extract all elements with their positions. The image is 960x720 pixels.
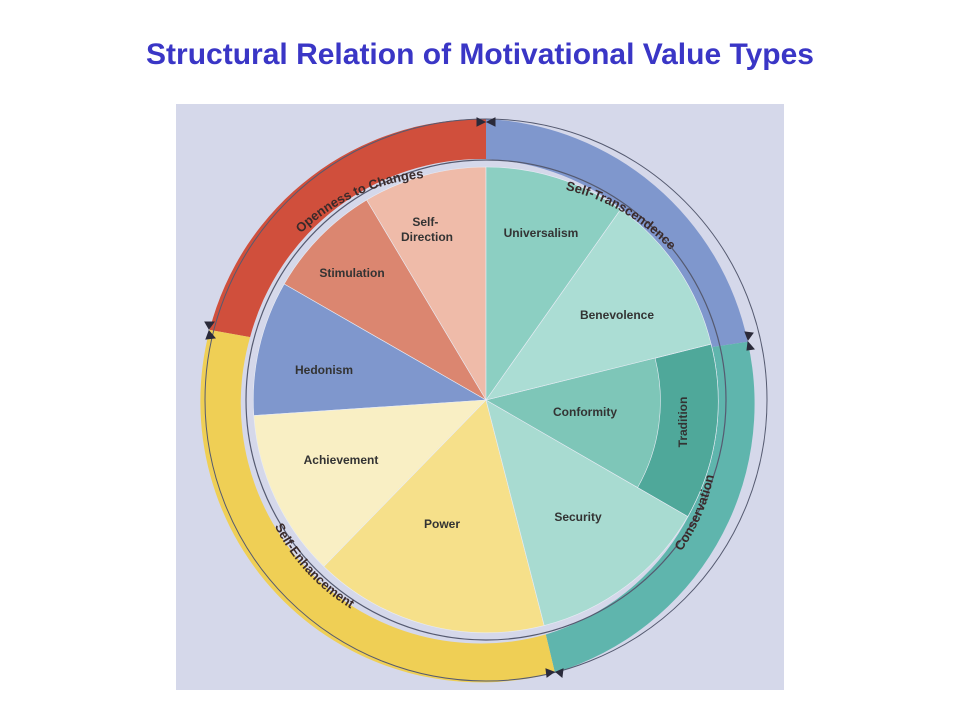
arrow-head-icon (204, 321, 215, 330)
self-enhancement-ring-segment (200, 329, 555, 683)
arrow-head-icon (485, 117, 496, 127)
hedonism-wedge (252, 283, 488, 416)
universalism-label: Universalism (504, 226, 579, 240)
universalism-wedge (485, 166, 622, 401)
arrow-head-icon (545, 668, 556, 678)
arrow-head-icon (744, 331, 754, 342)
security-wedge (485, 399, 689, 626)
stimulation-wedge (283, 199, 487, 401)
boundary-arrows (204, 117, 755, 678)
page-title: Structural Relation of Motivational Valu… (146, 38, 814, 71)
self-direction-label: Self- Direction (401, 215, 453, 244)
security-label: Security (554, 510, 602, 524)
diagram-panel: Openness to Changes Self-Transcendence C… (176, 104, 784, 690)
conformity-label: Conformity (553, 405, 617, 419)
power-wedge (323, 399, 545, 634)
hedonism-label: Hedonism (295, 363, 353, 377)
outer-ring-outline (204, 118, 768, 682)
achievement-wedge (253, 399, 487, 567)
stimulation-label: Stimulation (319, 266, 384, 280)
value-wheel-diagram: Openness to Changes Self-Transcendence C… (200, 117, 768, 683)
arrow-head-icon (746, 340, 755, 351)
arrow-head-icon (476, 117, 487, 127)
benevolence-wedge (485, 208, 712, 401)
self-transcendence-ring-segment (486, 119, 748, 348)
arrow-head-icon (555, 668, 564, 678)
conservation-ring-segment (545, 341, 755, 673)
arrow-head-icon (205, 330, 216, 340)
achievement-label: Achievement (304, 453, 379, 467)
inner-ring-outline (245, 159, 727, 641)
power-label: Power (424, 517, 460, 531)
openness-ring-segment (209, 118, 486, 338)
tradition-band (637, 343, 719, 517)
tradition-label: Tradition (676, 397, 690, 448)
self-direction-wedge (366, 166, 487, 402)
benevolence-label: Benevolence (580, 308, 654, 322)
